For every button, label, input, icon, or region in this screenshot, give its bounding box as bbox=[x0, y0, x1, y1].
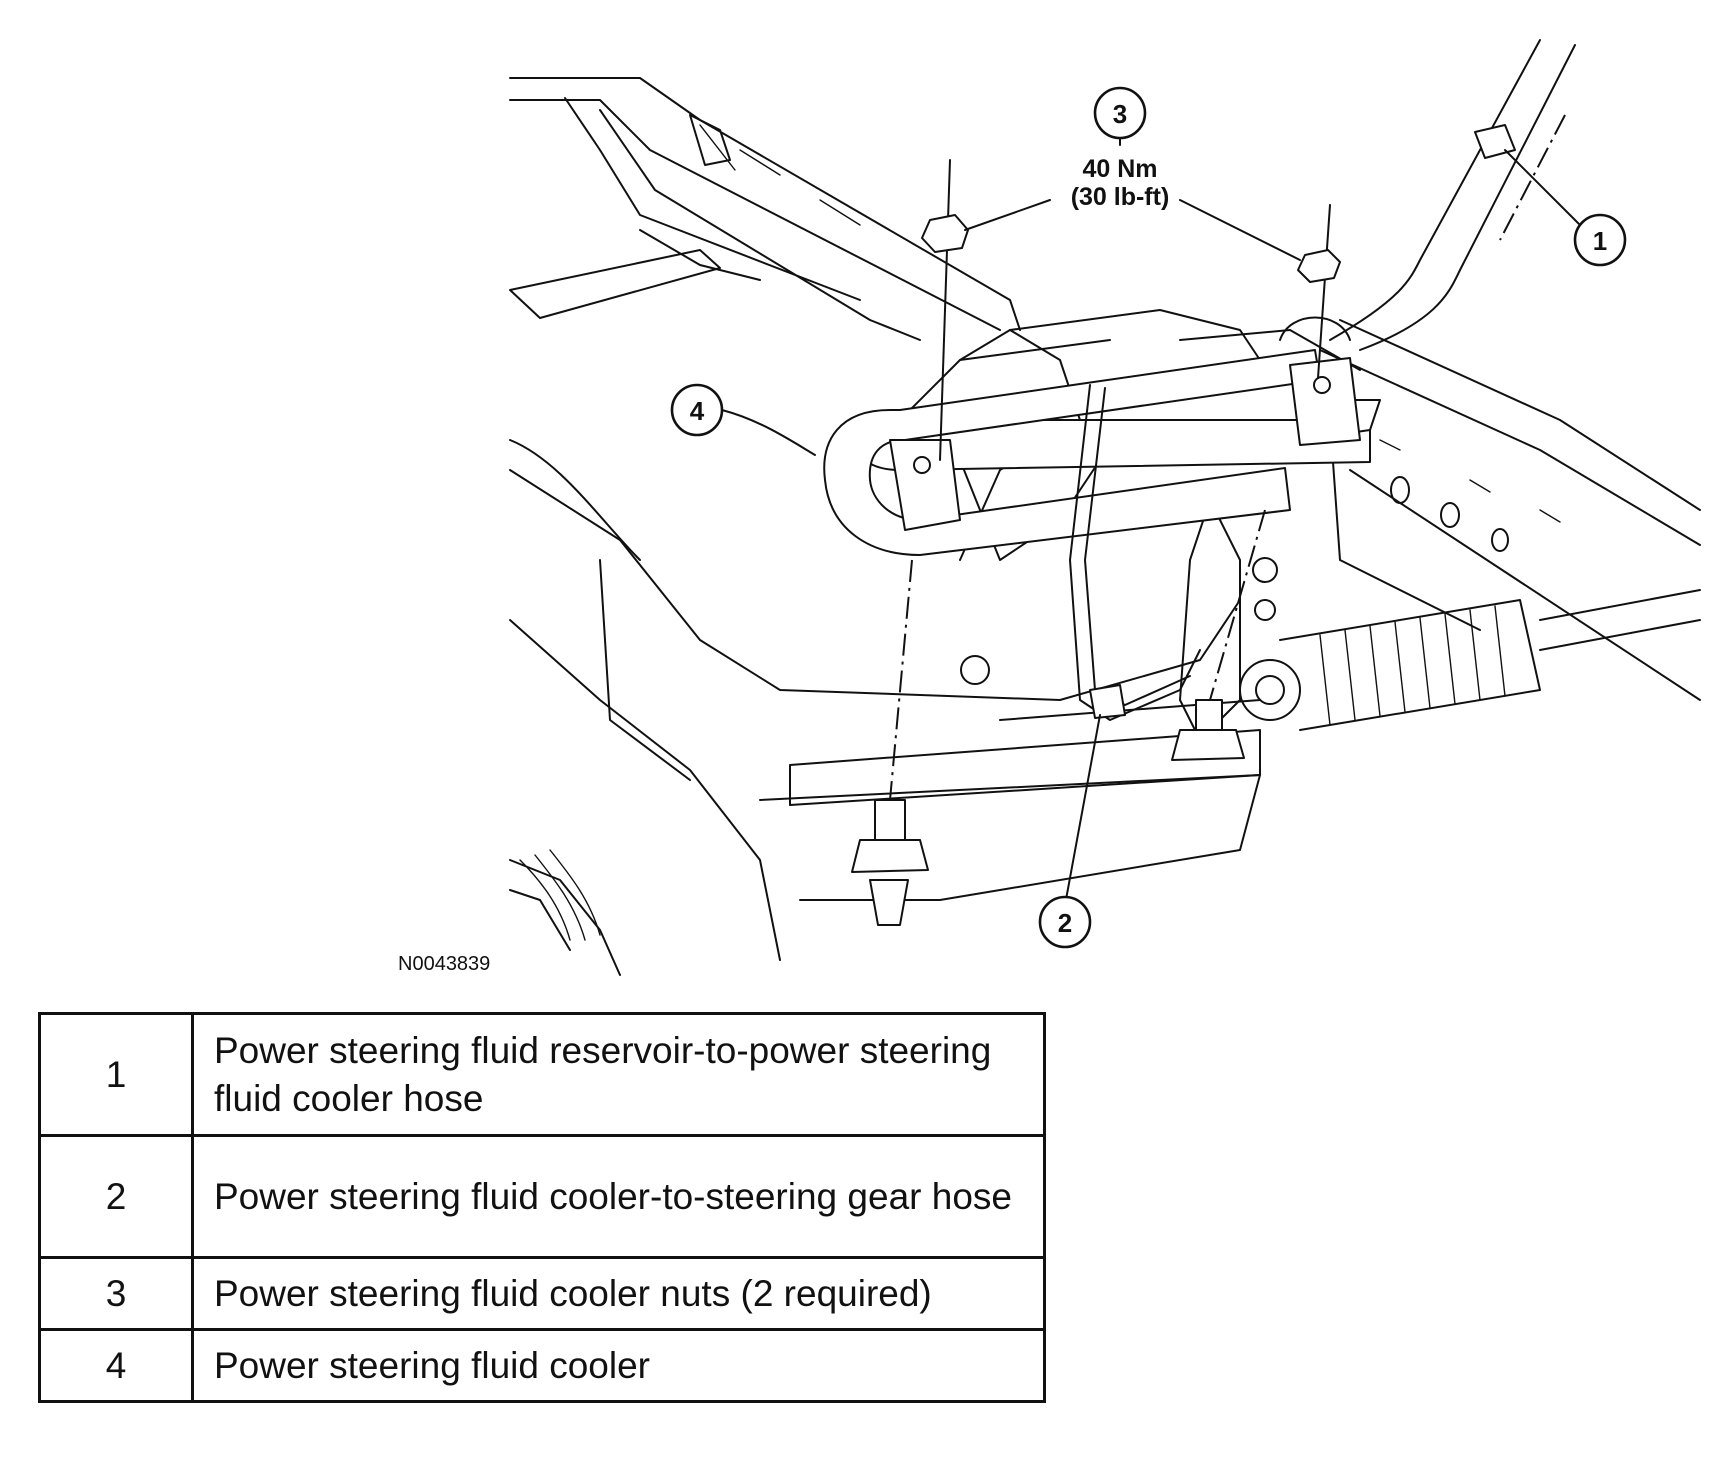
cooler-nut-left bbox=[921, 159, 969, 461]
svg-text:3: 3 bbox=[1113, 99, 1127, 129]
lower-stud-left bbox=[851, 799, 929, 926]
item-description: Power steering fluid cooler-to-steering … bbox=[191, 1134, 1046, 1259]
table-row: 4 Power steering fluid cooler bbox=[38, 1328, 1046, 1403]
figure-id: N0043839 bbox=[398, 953, 490, 975]
leader-3-right bbox=[1179, 199, 1301, 261]
svg-text:1: 1 bbox=[1593, 226, 1607, 256]
leader-1 bbox=[1504, 149, 1581, 226]
table-row: 2 Power steering fluid cooler-to-steerin… bbox=[38, 1134, 1046, 1259]
right-frame-rail bbox=[1319, 319, 1701, 701]
item-description: Power steering fluid cooler nuts (2 requ… bbox=[191, 1256, 1046, 1331]
upper-frame-rail bbox=[509, 77, 1021, 341]
alignment-line-right bbox=[1209, 509, 1266, 701]
svg-text:4: 4 bbox=[690, 396, 705, 426]
steering-gear bbox=[1179, 499, 1701, 741]
item-description: Power steering fluid cooler bbox=[191, 1328, 1046, 1403]
item-description: Power steering fluid reservoir-to-power … bbox=[191, 1012, 1046, 1137]
cooler-nut-right bbox=[1297, 204, 1341, 379]
callout-2: 2 bbox=[1038, 895, 1092, 949]
lower-stud-right bbox=[1171, 699, 1245, 761]
legend-table: 1 Power steering fluid reservoir-to-powe… bbox=[38, 1012, 1046, 1403]
cooler-mounting-brackets bbox=[889, 316, 1361, 531]
svg-text:2: 2 bbox=[1058, 908, 1072, 938]
alignment-line-left bbox=[889, 559, 913, 801]
table-row: 3 Power steering fluid cooler nuts (2 re… bbox=[38, 1256, 1046, 1331]
torque-imperial: (30 lb-ft) bbox=[1071, 183, 1170, 211]
item-number: 3 bbox=[38, 1256, 194, 1331]
item-number: 1 bbox=[38, 1012, 194, 1137]
callout-1: 1 bbox=[1573, 213, 1627, 267]
leader-3-left bbox=[964, 199, 1051, 231]
leader-4 bbox=[721, 409, 816, 456]
item-number: 4 bbox=[38, 1328, 194, 1403]
item-number: 2 bbox=[38, 1134, 194, 1259]
exploded-view-illustration: 1 2 3 4 40 Nm (30 lb-ft) N0043839 bbox=[398, 39, 1701, 976]
callout-4: 4 bbox=[670, 383, 724, 437]
alignment-line-hose bbox=[1499, 114, 1566, 241]
table-row: 1 Power steering fluid reservoir-to-powe… bbox=[38, 1012, 1046, 1137]
callout-3: 3 bbox=[1093, 86, 1147, 140]
lower-left-suspension bbox=[509, 439, 691, 976]
leader-2 bbox=[1064, 714, 1101, 906]
torque-metric: 40 Nm bbox=[1082, 155, 1157, 183]
